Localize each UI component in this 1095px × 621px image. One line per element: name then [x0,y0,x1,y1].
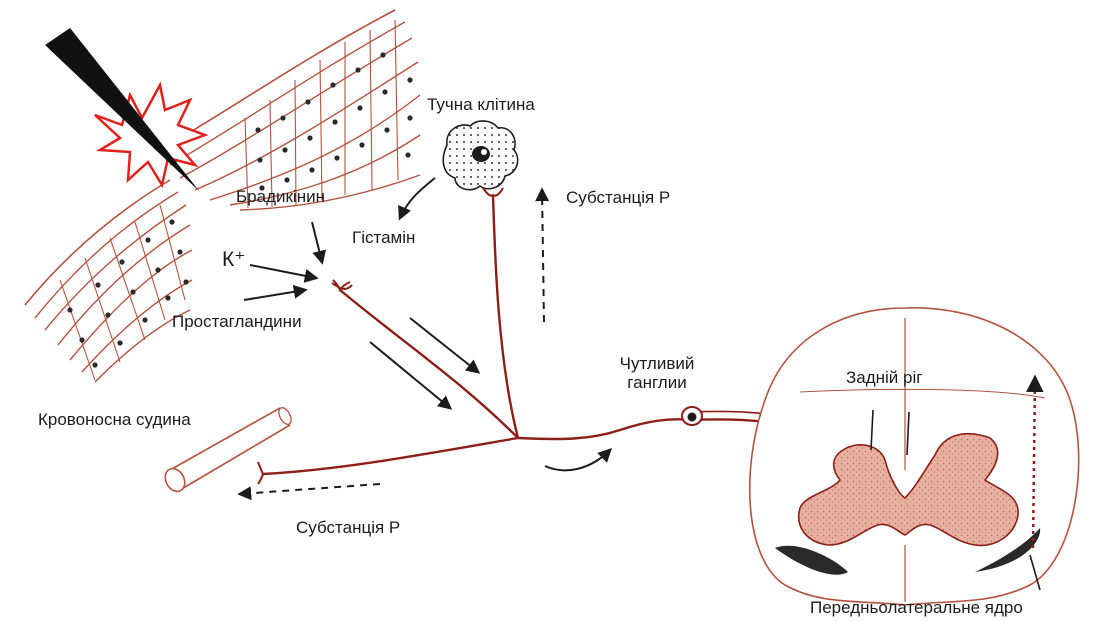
label-dorsal-horn: Задній ріг [846,368,922,387]
epithelium-upper [160,10,420,210]
arrow-substance-p-vessel [240,484,380,494]
epithelium-upper-nuclei [255,52,412,190]
label-mast-cell: Тучна клітина [427,95,535,114]
arrow-to-cord [545,450,610,470]
label-sensory-ganglion-line1: Чутливий [617,354,697,373]
epithelium-lower [25,180,192,382]
label-bradykinin: Брадикінин [236,187,325,206]
arrows [240,178,610,494]
label-anterolateral-nucleus: Передньолатеральне ядро [810,598,1023,617]
arrow-substance-p-up [542,190,544,322]
nerve-branch-ending [340,290,518,438]
label-prostaglandins: Простагландини [172,312,302,331]
label-substance-p-top: Субстанція Р [566,188,670,207]
label-histamine: Гістамін [352,228,415,247]
arrow-k-ion [250,265,316,278]
arrow-bradykinin [312,222,322,262]
sensory-ganglion [682,407,702,425]
arrow-down-2 [370,342,450,408]
arrow-mastcell-to-histamine [400,178,435,218]
label-k-ion: К⁺ [222,250,245,269]
label-sensory-ganglion: Чутливий ганглии [617,354,697,392]
nerve-branch-mastcell [493,195,518,438]
mast-cell [443,121,517,190]
label-blood-vessel: Кровоносна судина [38,410,191,429]
arrow-prostaglandins [244,290,305,300]
spinal-cord [750,308,1079,605]
label-sensory-ganglion-line2: ганглии [617,373,697,392]
label-substance-p-bottom: Субстанція Р [296,518,400,537]
arrow-down-1 [410,318,478,372]
nerve-branch-vessel [263,438,518,474]
